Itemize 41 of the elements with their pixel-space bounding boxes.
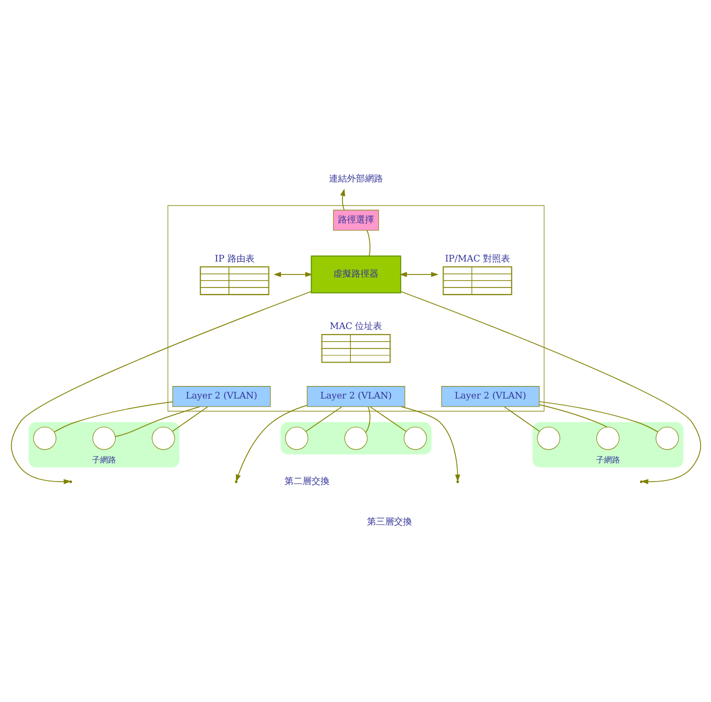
node-label: IP 路由表 xyxy=(214,254,254,264)
cluster xyxy=(28,422,179,468)
node-circle xyxy=(655,426,678,450)
label: 第三層交換 xyxy=(366,518,412,528)
node-box: 路徑選擇 xyxy=(332,210,378,231)
connector xyxy=(172,406,208,432)
node-circle xyxy=(284,426,308,450)
node-label: MAC 位址表 xyxy=(329,322,382,332)
connector xyxy=(304,406,342,432)
connector xyxy=(538,404,607,428)
arrow xyxy=(10,291,312,484)
cluster xyxy=(167,205,544,412)
arrow xyxy=(273,272,312,278)
label: 第二層交換 xyxy=(284,476,329,487)
connector xyxy=(114,406,200,437)
node-circle xyxy=(92,426,116,450)
node-circle xyxy=(536,426,560,450)
arrow xyxy=(235,404,307,482)
connector xyxy=(364,406,370,433)
arrow xyxy=(399,272,438,278)
node-label: IP/MAC 對照表 xyxy=(444,254,510,264)
connector xyxy=(53,401,172,432)
node-circle xyxy=(403,426,426,450)
node-circle xyxy=(151,426,174,450)
connector xyxy=(538,401,658,432)
node-box: 虛擬路徑器 xyxy=(310,256,401,294)
node-box: Layer 2 (VLAN) xyxy=(172,386,270,407)
arrow xyxy=(400,291,701,484)
arrow xyxy=(340,188,345,210)
node-box: Layer 2 (VLAN) xyxy=(440,386,540,407)
arrow xyxy=(400,406,460,482)
connector xyxy=(369,406,406,432)
node-circle xyxy=(596,426,620,450)
node-text: 連結外部網路 xyxy=(328,174,383,185)
node-circle xyxy=(32,426,56,450)
cluster xyxy=(532,422,683,468)
cluster xyxy=(280,422,431,454)
node-box: Layer 2 (VLAN) xyxy=(306,386,405,407)
connector xyxy=(503,406,540,432)
node-circle xyxy=(344,426,368,450)
connector xyxy=(366,230,370,256)
